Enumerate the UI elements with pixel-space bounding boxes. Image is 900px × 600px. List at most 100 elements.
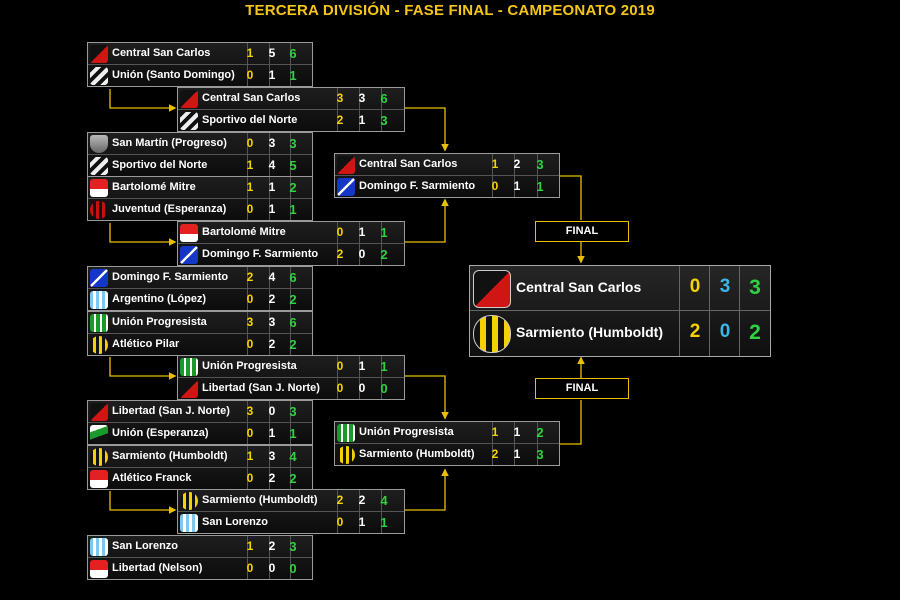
final-score-leg1: 2 [689, 321, 701, 342]
score-leg2: 1 [513, 447, 521, 461]
score-leg1: 1 [246, 449, 254, 463]
team-name: Sportivo del Norte [112, 159, 208, 171]
score-leg2: 1 [268, 202, 276, 216]
team-name: Central San Carlos [202, 92, 301, 104]
score-total: 4 [289, 449, 297, 464]
score-total: 2 [289, 180, 297, 195]
score-leg2: 1 [358, 113, 366, 127]
score-leg2: 1 [268, 426, 276, 440]
black-yellow-crest-icon [90, 336, 108, 354]
team-name: Unión (Esperanza) [112, 427, 209, 439]
score-total: 2 [380, 247, 388, 262]
score-leg2: 3 [358, 91, 366, 105]
score-leg1: 2 [336, 113, 344, 127]
score-leg2: 2 [268, 292, 276, 306]
score-total: 1 [380, 515, 388, 530]
row-divider [88, 64, 312, 65]
team-name: Atlético Pilar [112, 338, 180, 350]
black-white-crest-icon [180, 112, 198, 130]
team-name: San Martín (Progreso) [112, 137, 227, 149]
score-leg1: 2 [246, 270, 254, 284]
score-leg2: 2 [268, 539, 276, 553]
row-divider [88, 333, 312, 334]
score-total: 2 [536, 425, 544, 440]
black-yellow-crest-icon [180, 492, 198, 510]
score-total: 3 [536, 447, 544, 462]
score-leg1: 1 [246, 539, 254, 553]
lightblue-stripes-crest-icon [180, 514, 198, 532]
score-leg1: 1 [491, 425, 499, 439]
row-divider [88, 154, 312, 155]
green-white-crest-icon [90, 314, 108, 332]
score-total: 5 [289, 158, 297, 173]
row-divider [178, 377, 404, 378]
final-row: Central San Carlos 0 3 3 [470, 266, 770, 310]
score-leg2: 2 [513, 157, 521, 171]
final-row: Sarmiento (Humboldt) 2 0 2 [470, 311, 770, 355]
team-name: Domingo F. Sarmiento [112, 271, 229, 283]
team-name: Sarmiento (Humboldt) [112, 450, 228, 462]
team-name: Argentino (López) [112, 293, 207, 305]
score-leg1: 0 [246, 561, 254, 575]
score-leg2: 2 [358, 493, 366, 507]
score-separator [709, 266, 710, 356]
score-leg1: 0 [336, 381, 344, 395]
lightblue-stripes-crest-icon [90, 291, 108, 309]
score-leg1: 3 [246, 404, 254, 418]
score-total: 6 [380, 91, 388, 106]
score-leg1: 0 [246, 68, 254, 82]
score-leg1: 0 [336, 515, 344, 529]
score-leg2: 5 [268, 46, 276, 60]
score-leg2: 4 [268, 158, 276, 172]
team-name: Unión Progresista [202, 360, 297, 372]
score-total: 1 [289, 202, 297, 217]
score-total: 2 [289, 292, 297, 307]
final-team-name: Central San Carlos [516, 279, 642, 295]
score-leg1: 2 [336, 247, 344, 261]
score-total: 1 [536, 179, 544, 194]
grey-shield-crest-icon [90, 135, 108, 153]
score-leg1: 1 [491, 157, 499, 171]
red-white-crest-icon [90, 470, 108, 488]
black-white-crest-icon [90, 67, 108, 85]
score-leg2: 1 [358, 359, 366, 373]
row-divider [88, 422, 312, 423]
score-total: 1 [380, 359, 388, 374]
final-score-leg1: 0 [689, 276, 701, 297]
team-name: Central San Carlos [112, 47, 211, 59]
row-divider [335, 175, 559, 176]
team-name: Unión Progresista [112, 316, 207, 328]
score-leg1: 0 [336, 359, 344, 373]
score-leg2: 2 [268, 471, 276, 485]
team-name: Domingo F. Sarmiento [202, 248, 319, 260]
red-black-crest-icon [180, 380, 198, 398]
score-total: 2 [289, 337, 297, 352]
team-name: Juventud (Esperanza) [112, 203, 227, 215]
score-leg1: 1 [246, 180, 254, 194]
score-leg2: 1 [268, 180, 276, 194]
team-name: Libertad (Nelson) [112, 562, 203, 574]
score-total: 3 [289, 404, 297, 419]
score-total: 3 [536, 157, 544, 172]
